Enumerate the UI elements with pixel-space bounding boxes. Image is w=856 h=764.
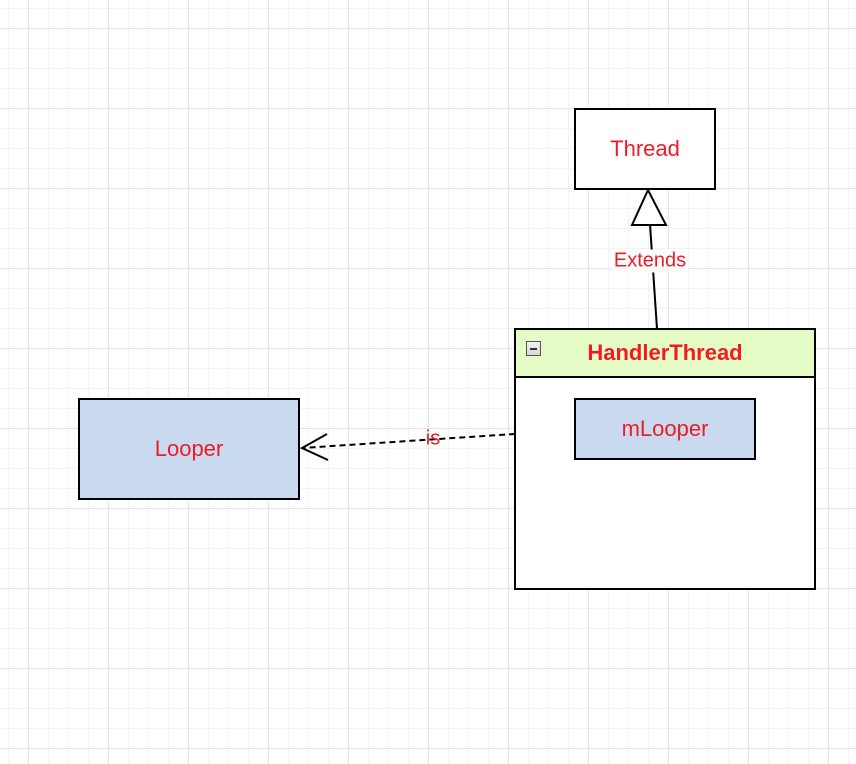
collapse-minus-icon[interactable] <box>526 341 541 356</box>
is-arrowhead <box>299 433 329 461</box>
mlooper-field-label: mLooper <box>621 416 709 441</box>
extends-edge-label: Extends <box>611 249 689 273</box>
looper-class-label: Looper <box>154 436 224 461</box>
handler-thread-header[interactable]: HandlerThread <box>516 330 814 378</box>
thread-class-box[interactable]: Thread <box>574 108 716 190</box>
thread-class-label: Thread <box>610 136 680 161</box>
looper-class-box[interactable]: Looper <box>78 398 300 500</box>
extends-arrowhead <box>630 187 668 226</box>
is-edge-label: is <box>425 427 441 450</box>
extends-connector-line <box>649 223 658 330</box>
handler-thread-title: HandlerThread <box>587 340 743 365</box>
handler-thread-container[interactable]: HandlerThread <box>514 328 816 590</box>
mlooper-field-box[interactable]: mLooper <box>574 398 756 460</box>
